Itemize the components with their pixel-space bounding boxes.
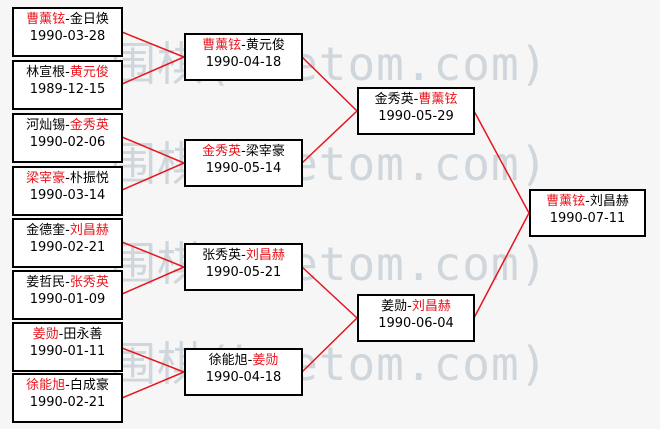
match-box: 曹薰铉-刘昌赫 1990-07-11: [529, 189, 646, 237]
player-name: 姜哲民: [26, 275, 66, 290]
player-name: 刘昌赫: [245, 248, 285, 263]
match-date: 1990-06-04: [378, 316, 454, 331]
watermark: 围棋(hoetom.com): [110, 237, 549, 291]
match-players: 林宣根-黄元俊: [26, 65, 109, 80]
match-box: 张秀英-刘昌赫 1990-05-21: [184, 243, 303, 291]
player-name: 黄元俊: [245, 38, 285, 53]
player-name: 梁宰豪: [245, 144, 285, 159]
player-name: 刘昌赫: [411, 299, 451, 314]
match-date: 1990-01-09: [29, 292, 106, 307]
match-date: 1990-07-11: [549, 211, 626, 226]
match-players: 曹薰铉-刘昌赫: [546, 194, 629, 209]
match-players: 徐能旭-姜勋: [208, 353, 279, 368]
match-date: 1990-05-29: [378, 109, 454, 124]
player-name: 张秀英: [202, 248, 242, 263]
player-name: 林宣根: [26, 65, 66, 80]
bracket-line: [121, 241, 186, 295]
bracket-line: [121, 347, 187, 399]
match-date: 1990-05-14: [205, 161, 282, 176]
bracket-line: [121, 31, 186, 85]
match-players: 金秀英-梁宰豪: [202, 144, 285, 159]
match-players: 曹薰铉-金日焕: [26, 12, 109, 27]
match-date: 1990-02-21: [29, 395, 106, 410]
match-box: 徐能旭-姜勋 1990-04-18: [184, 348, 303, 396]
match-players: 金秀英-曹薰铉: [374, 92, 458, 107]
match-date: 1990-05-21: [205, 265, 282, 280]
match-date: 1990-02-21: [29, 240, 106, 255]
match-players: 金德奎-刘昌赫: [26, 223, 109, 238]
match-players: 张秀英-刘昌赫: [202, 248, 285, 263]
player-name: 金德奎: [26, 223, 66, 238]
player-name: 田永善: [63, 327, 103, 342]
player-name: 金秀英: [202, 144, 242, 159]
match-box: 姜勋-田永善 1990-01-11: [12, 322, 123, 372]
bracket-line: [473, 110, 530, 319]
match-box: 徐能旭-白成豪 1990-02-21: [12, 373, 123, 423]
match-box: 金秀英-曹薰铉 1990-05-29: [357, 87, 475, 135]
player-name: 徐能旭: [208, 353, 248, 368]
player-name: 姜勋: [32, 327, 59, 342]
match-box: 曹薰铉-金日焕 1990-03-28: [12, 7, 123, 57]
player-name: 姜勋: [381, 299, 408, 314]
match-date: 1990-03-14: [29, 188, 106, 203]
match-box: 河灿锡-金秀英 1990-02-06: [12, 113, 123, 163]
match-date: 1990-04-18: [205, 55, 282, 70]
bracket-line: [121, 136, 186, 191]
match-box: 曹薰铉-黄元俊 1990-04-18: [184, 33, 303, 81]
match-players: 姜勋-刘昌赫: [381, 299, 451, 314]
match-date: 1989-12-15: [29, 82, 106, 97]
match-date: 1990-03-28: [29, 29, 106, 44]
player-name: 姜勋: [252, 353, 279, 368]
player-name: 金秀英: [374, 92, 414, 107]
player-name: 朴振悦: [69, 171, 109, 186]
match-date: 1990-01-11: [29, 344, 106, 359]
match-players: 徐能旭-白成豪: [26, 378, 109, 393]
match-box: 金秀英-梁宰豪 1990-05-14: [184, 139, 303, 187]
match-box: 林宣根-黄元俊 1989-12-15: [12, 60, 123, 110]
player-name: 曹薰铉: [418, 92, 458, 107]
player-name: 刘昌赫: [589, 194, 629, 209]
match-date: 1990-02-06: [29, 135, 106, 150]
player-name: 金日焕: [69, 12, 109, 27]
player-name: 白成豪: [69, 378, 109, 393]
match-box: 梁宰豪-朴振悦 1990-03-14: [12, 166, 123, 216]
player-name: 徐能旭: [26, 378, 66, 393]
match-players: 曹薰铉-黄元俊: [202, 38, 285, 53]
player-name: 金秀英: [69, 118, 109, 133]
match-box: 姜哲民-张秀英 1990-01-09: [12, 270, 123, 320]
match-date: 1990-04-18: [205, 370, 282, 385]
player-name: 张秀英: [69, 275, 109, 290]
bracket-line: [301, 56, 359, 164]
player-name: 曹薰铉: [202, 38, 242, 53]
player-name: 刘昌赫: [69, 223, 109, 238]
player-name: 曹薰铉: [26, 12, 66, 27]
match-players: 河灿锡-金秀英: [26, 118, 109, 133]
watermark: 围棋(hoetom.com): [110, 37, 549, 91]
player-name: 曹薰铉: [546, 194, 586, 209]
bracket-line: [301, 266, 359, 373]
match-box: 金德奎-刘昌赫 1990-02-21: [12, 218, 123, 268]
match-players: 梁宰豪-朴振悦: [26, 171, 109, 186]
match-players: 姜哲民-张秀英: [26, 275, 109, 290]
match-box: 姜勋-刘昌赫 1990-06-04: [357, 294, 475, 342]
player-name: 黄元俊: [69, 65, 109, 80]
match-players: 姜勋-田永善: [32, 327, 103, 342]
player-name: 河灿锡: [26, 118, 66, 133]
player-name: 梁宰豪: [26, 171, 66, 186]
